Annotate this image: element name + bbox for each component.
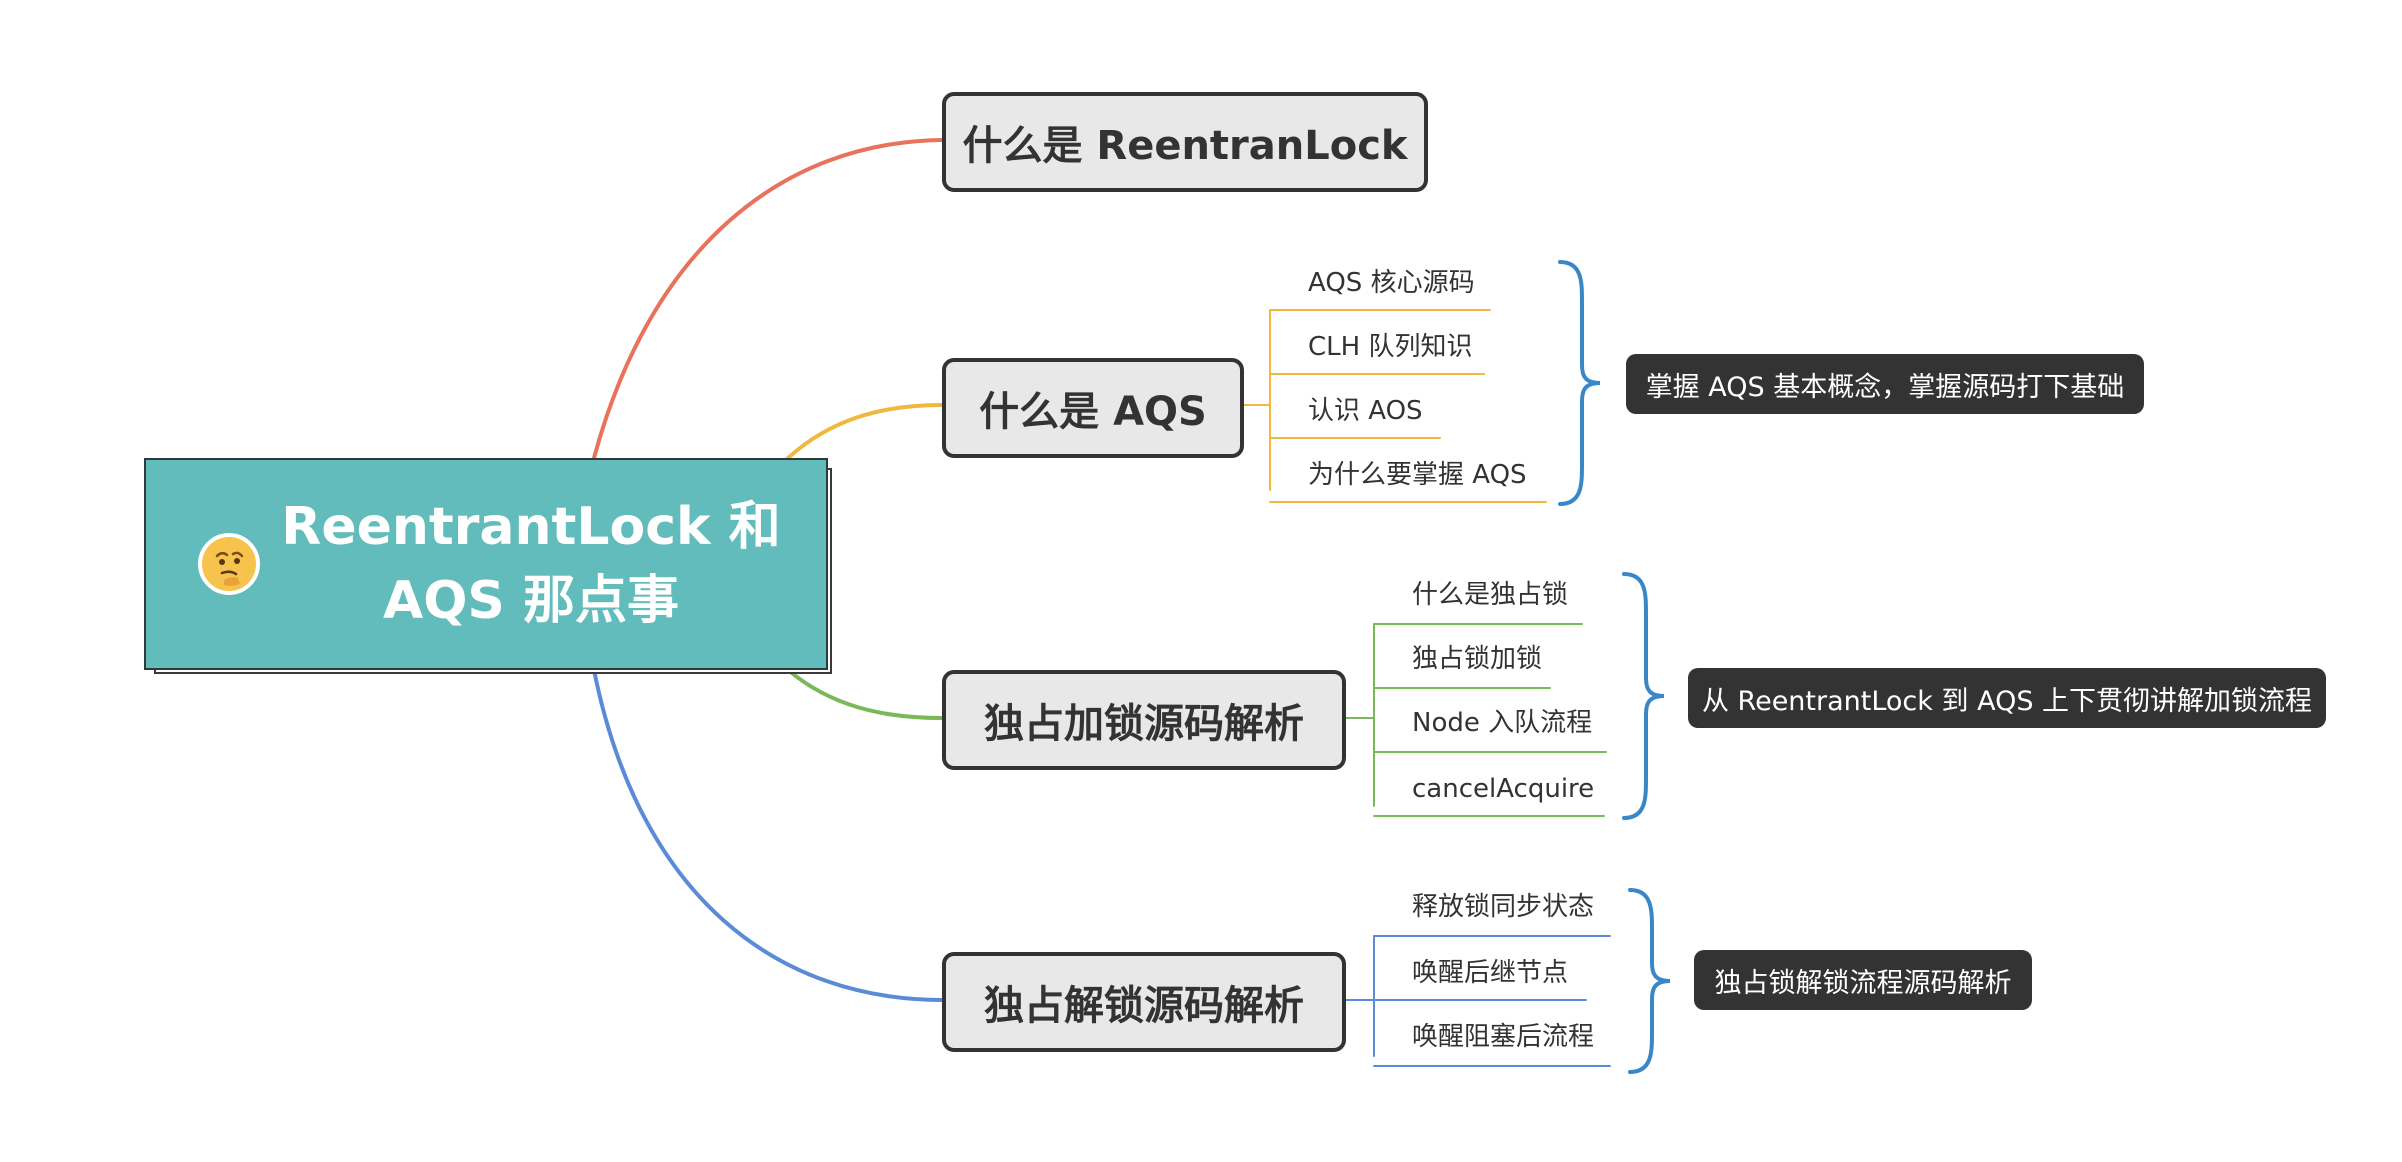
branch-label: 独占解锁源码解析 (984, 983, 1304, 1029)
leaf-know-aos[interactable]: 认识 AOS (1308, 396, 1423, 426)
leaf-clh-queue[interactable]: CLH 队列知识 (1308, 332, 1473, 362)
leaf-aqs-core-source[interactable]: AQS 核心源码 (1308, 268, 1475, 298)
summary-label: 掌握 AQS 基本概念，掌握源码打下基础 (1645, 371, 2125, 403)
connector-root-branch-3 (786, 668, 944, 720)
leaf-exclusive-lock-acquire[interactable]: 独占锁加锁 (1412, 644, 1543, 674)
branch-label: 独占加锁源码解析 (984, 701, 1304, 747)
summary-lock-flow[interactable]: 从 ReentrantLock 到 AQS 上下贯彻讲解加锁流程 (1688, 668, 2326, 728)
branch-label: 什么是 AQS (979, 389, 1207, 435)
leaf-node-enqueue[interactable]: Node 入队流程 (1412, 708, 1593, 738)
leaf-after-wake-flow[interactable]: 唤醒阻塞后流程 (1412, 1022, 1595, 1052)
brace-lock (1622, 572, 1665, 820)
root-title-line-1: ReentrantLock 和 (281, 497, 781, 557)
branch-exclusive-lock-source[interactable]: 独占加锁源码解析 (942, 670, 1346, 770)
branch-what-is-aqs[interactable]: 什么是 AQS (942, 358, 1244, 458)
leaf-release-state[interactable]: 释放锁同步状态 (1412, 892, 1595, 922)
branch-exclusive-unlock-source[interactable]: 独占解锁源码解析 (942, 952, 1346, 1052)
connector-root-branch-4 (592, 668, 944, 1002)
thinking-face-icon (198, 533, 260, 595)
root-topic[interactable]: ReentrantLock 和 AQS 那点事 (144, 458, 828, 670)
root-title: ReentrantLock 和 AQS 那点事 (271, 490, 791, 638)
root-title-line-2: AQS 那点事 (382, 571, 679, 631)
connector-root-branch-2 (786, 403, 944, 460)
summary-label: 独占锁解锁流程源码解析 (1714, 967, 2012, 999)
branch-what-is-reentranlock[interactable]: 什么是 ReentranLock (942, 92, 1428, 192)
connector-root-branch-1 (592, 138, 944, 460)
leaf-wake-successor[interactable]: 唤醒后继节点 (1412, 958, 1569, 988)
leaf-what-is-exclusive-lock[interactable]: 什么是独占锁 (1412, 580, 1569, 610)
leaf-cancel-acquire[interactable]: cancelAcquire (1412, 774, 1595, 804)
brace-aqs (1558, 260, 1601, 506)
brace-unlock (1628, 888, 1671, 1074)
branch-label: 什么是 ReentranLock (962, 123, 1408, 169)
summary-aqs-basics[interactable]: 掌握 AQS 基本概念，掌握源码打下基础 (1626, 354, 2144, 414)
summary-label: 从 ReentrantLock 到 AQS 上下贯彻讲解加锁流程 (1701, 685, 2313, 717)
summary-unlock-flow[interactable]: 独占锁解锁流程源码解析 (1694, 950, 2032, 1010)
leaf-why-master-aqs[interactable]: 为什么要掌握 AQS (1308, 460, 1527, 490)
